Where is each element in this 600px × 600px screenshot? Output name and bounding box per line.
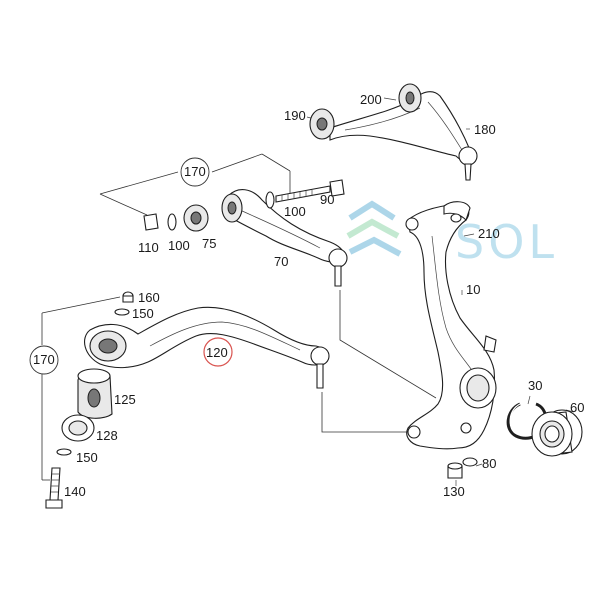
callout-170-top-ring [180,157,210,187]
leader-30 [527,395,531,405]
leader-210 [463,233,475,237]
leader-120-knuckle [321,392,410,433]
knuckle-upper-mount [443,201,471,222]
callout-140: 140 [64,484,86,499]
bushing-75-core [190,211,202,225]
callout-170-left: 170 [33,352,55,367]
callout-170-left-ring [29,345,59,375]
lower-control-arm [84,306,330,389]
lower-hardware-set [45,291,134,509]
callout-210: 210 [478,226,500,241]
knuckle-top-eye [405,217,419,231]
bracket-170-left [41,296,121,480]
upper-balljoint [458,146,478,166]
bolt-90-head [329,179,345,197]
leader-lines [41,97,575,486]
upper-hardware-set [143,179,345,232]
mount-128-inner [68,420,88,436]
strut-balljoint [328,248,348,268]
washer-100-right [265,191,275,209]
upper-arm-bushing-200-core [405,91,415,105]
strut-balljoint-stud [334,265,342,287]
callout-160: 160 [138,290,160,305]
nut-130-top [447,462,463,470]
watermark-chevron-bottom [348,236,402,257]
watermark-chevron-mid [346,218,400,239]
callout-100-left: 100 [168,238,190,253]
knuckle-mount-hole [450,213,462,223]
washer-150-bottom [56,448,72,456]
knuckle-hardware [447,457,478,479]
bolt-140-shank [49,467,61,501]
strut-ridge [239,209,321,249]
strut-bushing-core [227,201,237,215]
bolt-90-shank [275,185,331,203]
callout-125: 125 [114,392,136,407]
callout-labels: 200 190 180 170 90 100 110 100 75 70 210… [29,92,584,499]
bushing-125-core [87,388,101,408]
knuckle-hub-bore-inner [466,374,490,402]
callout-190: 190 [284,108,306,123]
callout-120: 120 [206,345,228,360]
upper-arm-bushing-190-core [316,117,328,131]
lower-arm-ridge [149,321,301,351]
upper-control-arm [309,83,478,181]
knuckle-lower-hole [460,422,472,434]
knuckle-caliper-mount [483,335,497,353]
bearing-bore [544,425,560,443]
callout-10: 10 [466,282,480,297]
knuckle-ridge [431,235,479,381]
bushing-125-top [77,368,111,384]
callout-128: 128 [96,428,118,443]
nut-160-body [122,295,134,303]
bracket-170-top [99,153,291,216]
watermark-text: SOL [455,215,558,269]
washer-80 [462,457,478,467]
leader-70-knuckle [339,290,437,399]
wheel-bearing-60 [531,409,583,457]
callout-90: 90 [320,192,334,207]
lower-arm-bushing-core [98,338,118,354]
callout-100-right: 100 [284,204,306,219]
highlight-circle-120 [203,337,233,367]
tension-strut [221,189,348,287]
upper-balljoint-stud [464,163,472,181]
callout-70: 70 [274,254,288,269]
sol-watermark-logo [346,200,402,257]
callout-75: 75 [202,236,216,251]
watermark-chevron-top [348,200,396,221]
lower-balljoint-stud [316,363,324,389]
leader-80 [475,463,483,467]
callout-170-top: 170 [184,164,206,179]
bolt-140-thread [51,473,60,493]
steering-knuckle [405,201,497,450]
callout-110: 110 [138,240,159,255]
callout-150-top: 150 [132,306,154,321]
washer-150-top [114,308,130,316]
callout-130: 130 [443,484,465,499]
callout-200: 200 [360,92,382,107]
callout-150-bottom: 150 [76,450,98,465]
callout-60: 60 [570,400,584,415]
knuckle-lower-eye [407,425,421,439]
nut-110 [143,213,159,231]
callout-30: 30 [528,378,542,393]
bolt-140-head [45,499,63,509]
lower-balljoint [310,346,330,366]
leader-200 [383,97,397,101]
bolt-90-thread [281,190,313,201]
callout-80: 80 [482,456,496,471]
callout-180: 180 [474,122,496,137]
washer-100-left [167,213,177,231]
